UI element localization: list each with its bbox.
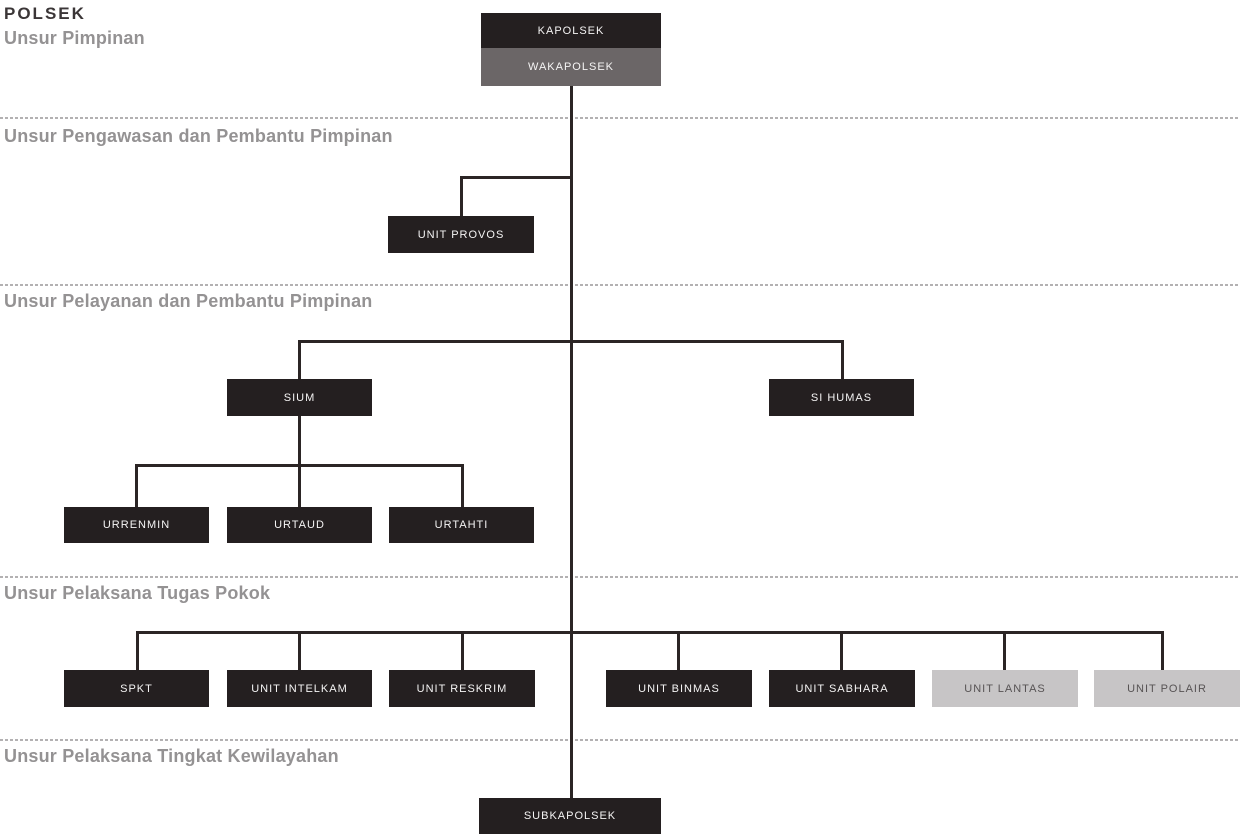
connector-line [298, 631, 301, 670]
connector-line [136, 631, 1164, 634]
section-divider [0, 739, 1240, 741]
connector-trunk-line [570, 86, 573, 798]
node-unit-binmas: UNIT BINMAS [606, 670, 752, 707]
section-heading-unsur-pimpinan: Unsur Pimpinan [4, 28, 145, 48]
node-unit-sabhara: UNIT SABHARA [769, 670, 915, 707]
connector-line [461, 464, 464, 507]
section-divider [0, 117, 1240, 119]
node-si-humas: SI HUMAS [769, 379, 914, 416]
node-unit-polair: UNIT POLAIR [1094, 670, 1240, 707]
node-unit-intelkam: UNIT INTELKAM [227, 670, 372, 707]
node-subkapolsek: SUBKAPOLSEK [479, 798, 661, 834]
connector-line [298, 340, 844, 343]
section-heading-unsur-kewilayahan: Unsur Pelaksana Tingkat Kewilayahan [4, 746, 339, 766]
section-divider [0, 284, 1240, 286]
connector-line [1003, 631, 1006, 670]
node-urrenmin: URRENMIN [64, 507, 209, 543]
node-unit-lantas: UNIT LANTAS [932, 670, 1078, 707]
node-wakapolsek: WAKAPOLSEK [481, 48, 661, 86]
connector-line [460, 176, 463, 216]
connector-line [298, 416, 301, 466]
page-title: POLSEK [4, 4, 86, 23]
section-divider [0, 576, 1240, 578]
connector-line [136, 631, 139, 670]
connector-line [1161, 631, 1164, 670]
section-heading-unsur-pengawasan: Unsur Pengawasan dan Pembantu Pimpinan [4, 126, 393, 146]
connector-line [677, 631, 680, 670]
node-kapolsek: KAPOLSEK [481, 13, 661, 48]
section-heading-unsur-pelayanan: Unsur Pelayanan dan Pembantu Pimpinan [4, 291, 373, 311]
node-unit-reskrim: UNIT RESKRIM [389, 670, 535, 707]
connector-line [461, 631, 464, 670]
connector-line [460, 176, 573, 179]
node-sium: SIUM [227, 379, 372, 416]
section-heading-unsur-pelaksana-tugas-pokok: Unsur Pelaksana Tugas Pokok [4, 583, 271, 603]
connector-line [298, 464, 301, 507]
node-unit-provos: UNIT PROVOS [388, 216, 534, 253]
connector-line [840, 631, 843, 670]
connector-line [841, 340, 844, 379]
node-urtaud: URTAUD [227, 507, 372, 543]
connector-line [298, 340, 301, 379]
node-urtahti: URTAHTI [389, 507, 534, 543]
node-spkt: SPKT [64, 670, 209, 707]
connector-line [135, 464, 138, 507]
